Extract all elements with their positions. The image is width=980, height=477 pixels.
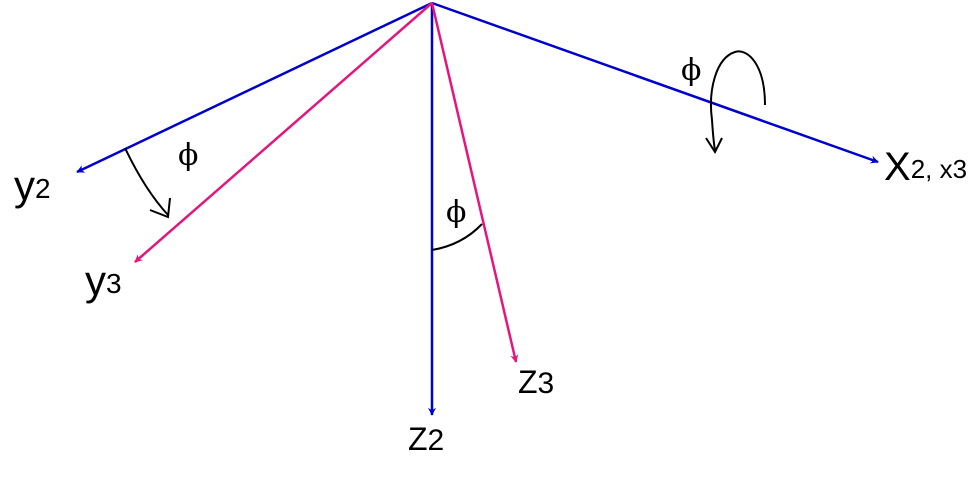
phi-x-label: ϕ <box>681 53 701 88</box>
y2-axis <box>76 1 433 174</box>
z3-label: Z3 <box>518 364 554 400</box>
phi-z-label: ϕ <box>446 195 466 230</box>
x-rotation-arrow-icon <box>710 50 766 151</box>
z2-label: Z2 <box>408 421 444 457</box>
frame2-axes <box>76 1 879 416</box>
phi-y-arc <box>124 147 169 216</box>
phi-y-arrowhead-icon <box>149 197 171 219</box>
axis-labels: y2 y3 Z2 Z3 X2, x3 <box>14 145 967 457</box>
angle-labels: ϕ ϕ ϕ <box>178 53 701 230</box>
x2-axis <box>431 1 879 164</box>
angle-annotations <box>124 50 766 251</box>
x-rotation-arrowhead-icon <box>705 137 723 155</box>
z3-axis <box>430 2 519 363</box>
phi-z-arc <box>431 223 483 251</box>
phi-y-label: ϕ <box>178 138 198 173</box>
y3-axis <box>134 2 433 263</box>
y2-label: y2 <box>14 162 51 209</box>
y3-label: y3 <box>85 257 122 304</box>
x2-x3-label: X2, x3 <box>884 145 967 189</box>
frame3-axes <box>134 2 519 363</box>
